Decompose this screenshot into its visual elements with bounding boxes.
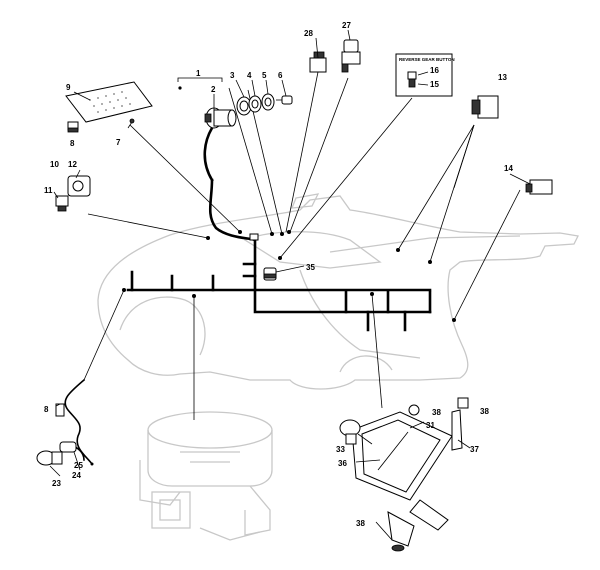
- callout-labels: 1 2 3 4 5 6 7 8 8 9 10 11 12 13 14 15 16…: [44, 21, 513, 528]
- callout-38-right: 38: [480, 407, 489, 416]
- ring-nut: [261, 93, 275, 111]
- callout-leaders: [49, 29, 531, 541]
- callout-16: 16: [430, 66, 439, 75]
- main-harness: [126, 126, 432, 332]
- bulb-holder-25: [59, 441, 77, 453]
- callout-33: 33: [336, 445, 345, 454]
- callout-11: 11: [44, 186, 53, 195]
- ignition-key: [276, 95, 293, 105]
- callout-7: 7: [116, 138, 121, 147]
- callout-28: 28: [304, 29, 313, 38]
- callout-13: 13: [498, 73, 507, 82]
- connector-11: [55, 195, 69, 212]
- callout-4: 4: [247, 71, 252, 80]
- callout-9: 9: [66, 83, 71, 92]
- callout-5: 5: [262, 71, 267, 80]
- battery-assembly: [339, 397, 469, 552]
- terminal-38-top: [408, 404, 420, 416]
- panel-9: [65, 81, 153, 123]
- relay-14: [525, 179, 553, 195]
- relay-13: [471, 95, 499, 119]
- connector-35: [263, 267, 277, 281]
- leader-lines: [83, 71, 521, 420]
- bolt-7: [127, 118, 135, 129]
- bracket-bolt-38: [387, 511, 415, 552]
- callout-25: 25: [74, 461, 83, 470]
- battery-cover-33: [339, 419, 361, 445]
- callout-1: 1: [196, 69, 201, 78]
- mower-body-outline: [97, 193, 579, 390]
- callout-37: 37: [470, 445, 479, 454]
- seat-switch-12: [67, 175, 91, 197]
- callout-12: 12: [68, 160, 77, 169]
- switch-27: [341, 39, 361, 73]
- callout-35: 35: [306, 263, 315, 272]
- callout-10: 10: [50, 160, 59, 169]
- ignition-switch: [204, 107, 237, 129]
- callout-23: 23: [52, 479, 61, 488]
- inset-title: REVERSE GEAR BUTTON: [399, 57, 455, 62]
- engine-outline: [139, 411, 273, 541]
- callout-36: 36: [338, 459, 347, 468]
- callout-38-top: 38: [432, 408, 441, 417]
- callout-2: 2: [211, 85, 216, 94]
- terminal-38-right: [457, 397, 469, 409]
- callout-38-bottom: 38: [356, 519, 365, 528]
- callout-6: 6: [278, 71, 283, 80]
- callout-31: 31: [426, 421, 435, 430]
- clip-8: [67, 121, 79, 133]
- callout-8-top: 8: [70, 139, 75, 148]
- switch-nut: [236, 96, 252, 116]
- callout-24: 24: [72, 471, 81, 480]
- washer: [248, 95, 262, 113]
- ignition-switch-assembly: [177, 77, 293, 129]
- light-harness: [36, 378, 94, 466]
- bulb-23: [36, 450, 63, 466]
- callout-15: 15: [430, 80, 439, 89]
- callout-27: 27: [342, 21, 351, 30]
- callout-8-bottom: 8: [44, 405, 49, 414]
- reverse-gear-inset: REVERSE GEAR BUTTON: [395, 53, 455, 97]
- callout-3: 3: [230, 71, 235, 80]
- callout-14: 14: [504, 164, 513, 173]
